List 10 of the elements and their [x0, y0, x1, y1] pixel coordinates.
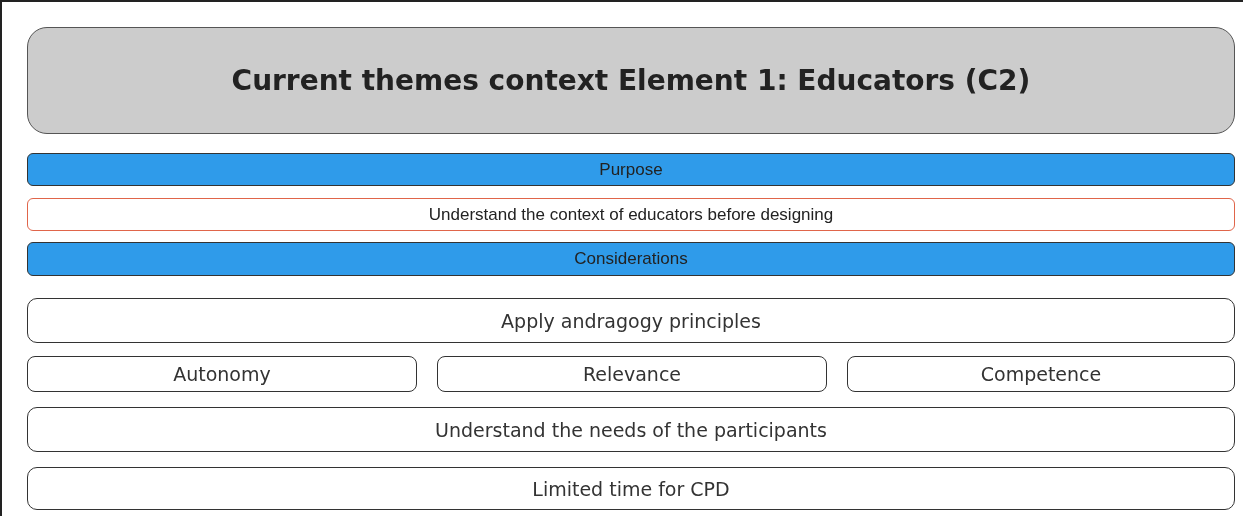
- section-header: Considerations: [27, 242, 1235, 276]
- purpose-box: Understand the context of educators before designing: [27, 198, 1235, 231]
- title-banner: Current themes context Element 1: Educators (C2): [27, 27, 1235, 134]
- principle-box: Relevance: [437, 356, 827, 392]
- principle-box: Autonomy: [27, 356, 417, 392]
- consideration-box: Understand the needs of the participants: [27, 407, 1235, 452]
- consideration-box: Apply andragogy principles: [27, 298, 1235, 343]
- consideration-box: Limited time for CPD: [27, 467, 1235, 510]
- section-header: Purpose: [27, 153, 1235, 186]
- principle-box: Competence: [847, 356, 1235, 392]
